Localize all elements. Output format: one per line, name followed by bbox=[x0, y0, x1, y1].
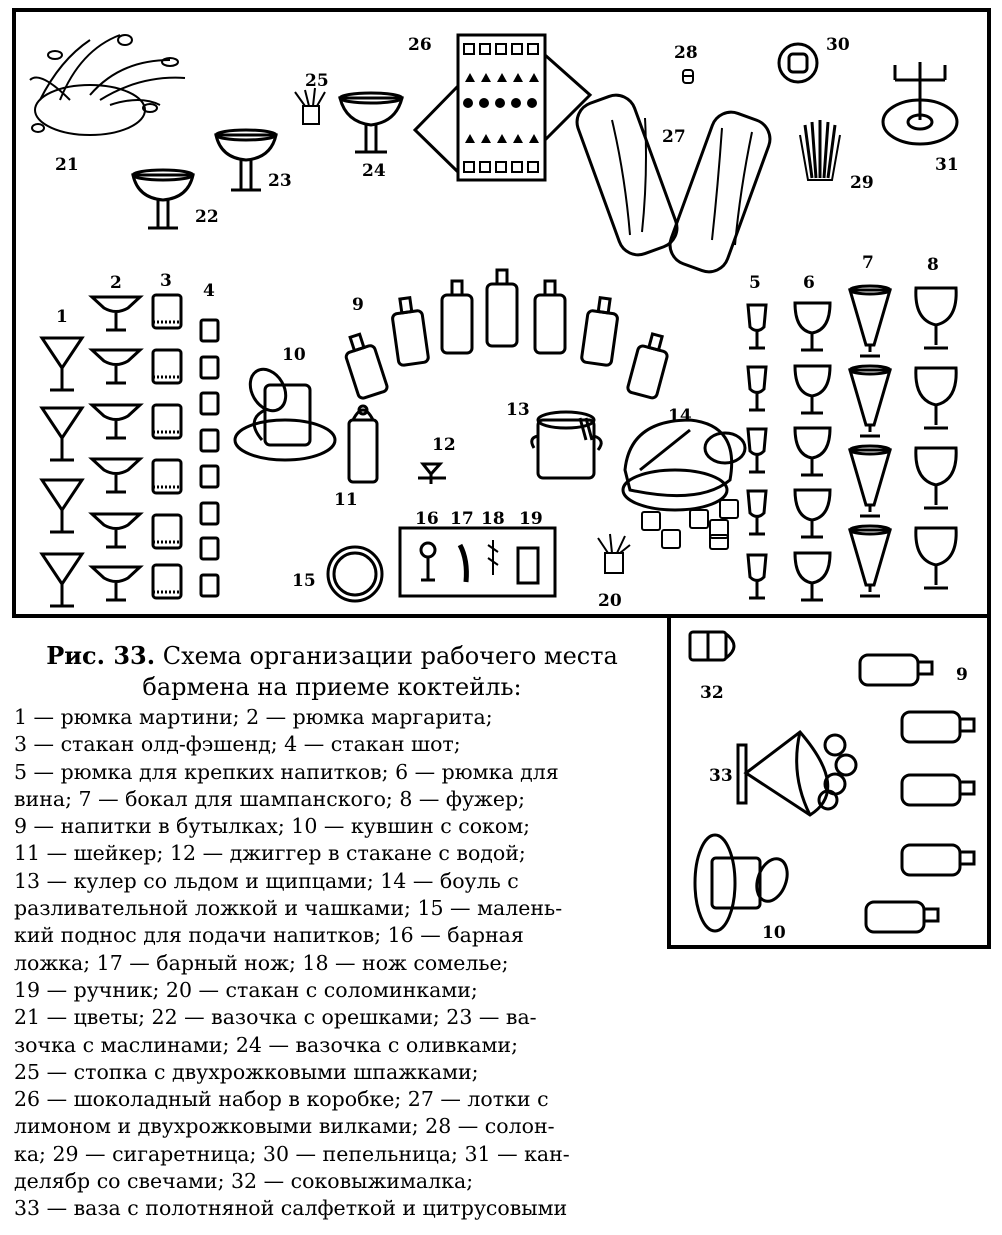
ice-cooler-13 bbox=[530, 410, 603, 480]
main-frame bbox=[12, 8, 991, 618]
legend-line: кий поднос для подачи напитков; 16 — бар… bbox=[14, 923, 524, 948]
figure-title-line2: бармена на приеме коктейль: bbox=[142, 673, 522, 701]
figure-label: Рис. 33. bbox=[46, 641, 156, 670]
label-22: 22 bbox=[195, 207, 219, 227]
label-21: 21 bbox=[55, 155, 79, 175]
salt-shaker-28 bbox=[682, 69, 694, 84]
label-25: 25 bbox=[305, 71, 329, 91]
legend-line: 3 — стакан олд-фэшенд; 4 — стакан шот; bbox=[14, 732, 461, 757]
small-tray-15 bbox=[326, 545, 384, 603]
label-4: 4 bbox=[203, 281, 215, 301]
legend-line: вина; 7 — бокал для шампанского; 8 — фуж… bbox=[14, 786, 526, 811]
label-10: 10 bbox=[282, 345, 306, 365]
lemon-trays-27 bbox=[575, 93, 772, 274]
label-5: 5 bbox=[749, 273, 761, 293]
shot-glasses-4 bbox=[199, 318, 220, 598]
toothpick-cup-25 bbox=[294, 87, 326, 125]
label-8: 8 bbox=[927, 255, 939, 275]
figure-title-text: Схема организации рабочего места bbox=[162, 642, 618, 670]
figure-title: Рис. 33. Схема организации рабочего мест… bbox=[14, 640, 650, 703]
label-29: 29 bbox=[850, 173, 874, 193]
legend-line: 33 — ваза с полотняной салфеткой и цитру… bbox=[14, 1196, 568, 1221]
vase-22 bbox=[131, 168, 195, 230]
inset-frame bbox=[667, 614, 991, 949]
vase-24 bbox=[338, 91, 404, 154]
label-17: 17 bbox=[450, 509, 474, 529]
label-6: 6 bbox=[803, 273, 815, 293]
label-19: 19 bbox=[519, 509, 543, 529]
liquor-glasses-5 bbox=[746, 303, 768, 600]
label-28: 28 bbox=[674, 43, 698, 63]
ashtray-30 bbox=[777, 42, 819, 84]
label-23: 23 bbox=[268, 171, 292, 191]
label-14: 14 bbox=[668, 406, 692, 426]
legend-line: лимоном и двухрожковыми вилками; 28 — со… bbox=[14, 1114, 555, 1139]
straw-glass-20 bbox=[597, 533, 631, 574]
legend-line: 25 — стопка с двухрожковыми шпажками; bbox=[14, 1059, 479, 1084]
punch-bowl-14 bbox=[621, 418, 747, 550]
legend-line: 19 — ручник; 20 — стакан с соломинками; bbox=[14, 977, 478, 1002]
label-32: 32 bbox=[700, 683, 724, 703]
label-13: 13 bbox=[506, 400, 530, 420]
label-24: 24 bbox=[362, 161, 386, 181]
juice-jug-10 bbox=[233, 367, 337, 462]
label-3: 3 bbox=[160, 271, 172, 291]
label-12: 12 bbox=[432, 435, 456, 455]
old-fashioned-glasses-3 bbox=[151, 293, 183, 600]
label-30: 30 bbox=[826, 35, 850, 55]
chocolate-box-26 bbox=[412, 33, 593, 182]
label-15: 15 bbox=[292, 571, 316, 591]
legend-line: зочка с маслинами; 24 — вазочка с оливка… bbox=[14, 1032, 519, 1057]
legend-line: 11 — шейкер; 12 — джиггер в стакане с во… bbox=[14, 841, 526, 866]
vase-23 bbox=[214, 128, 278, 192]
legend-line: ка; 29 — сигаретница; 30 — пепельница; 3… bbox=[14, 1141, 570, 1166]
label-16: 16 bbox=[415, 509, 439, 529]
label-18: 18 bbox=[481, 509, 505, 529]
flowers-21 bbox=[29, 34, 186, 136]
label-31: 31 bbox=[935, 155, 959, 175]
label-9: 9 bbox=[352, 295, 364, 315]
legend-line: делябр со свечами; 32 — соковыжималка; bbox=[14, 1169, 474, 1194]
figure-legend: 1 — рюмка мартини; 2 — рюмка маргарита; 3… bbox=[14, 704, 650, 1223]
cigarette-holder-29 bbox=[799, 120, 841, 181]
inset-juice-jug-10 bbox=[693, 833, 789, 933]
tool-board-16-19 bbox=[398, 526, 557, 598]
jigger-12 bbox=[418, 462, 446, 484]
citrus-vase-33 bbox=[736, 729, 858, 817]
inset-bottles-9 bbox=[858, 653, 976, 934]
candelabra-31 bbox=[881, 62, 959, 146]
margarita-glasses-2 bbox=[88, 295, 144, 602]
legend-line: 5 — рюмка для крепких напитков; 6 — рюмк… bbox=[14, 759, 559, 784]
bottles-9 bbox=[344, 268, 669, 400]
legend-line: 26 — шоколадный набор в коробке; 27 — ло… bbox=[14, 1087, 549, 1112]
label-7: 7 bbox=[862, 253, 874, 273]
legend-line: 21 — цветы; 22 — вазочка с орешками; 23 … bbox=[14, 1005, 537, 1030]
label-20: 20 bbox=[598, 591, 622, 611]
juicer-32 bbox=[688, 630, 736, 662]
goblets-8 bbox=[914, 286, 958, 590]
wine-glasses-6 bbox=[793, 301, 832, 602]
label-11: 11 bbox=[334, 490, 358, 510]
label-27: 27 bbox=[662, 127, 686, 147]
legend-line: ложка; 17 — барный нож; 18 — нож сомелье… bbox=[14, 950, 509, 975]
legend-line: 9 — напитки в бутылках; 10 — кувшин с со… bbox=[14, 814, 531, 839]
label-33: 33 bbox=[709, 766, 733, 786]
label-26: 26 bbox=[408, 35, 432, 55]
label-2: 2 bbox=[110, 273, 122, 293]
legend-line: 13 — кулер со льдом и щипцами; 14 — боул… bbox=[14, 868, 519, 893]
martini-glasses-1 bbox=[39, 336, 85, 608]
label-1: 1 bbox=[56, 307, 68, 327]
shaker-11 bbox=[347, 404, 379, 484]
legend-line: 1 — рюмка мартини; 2 — рюмка маргарита; bbox=[14, 705, 493, 729]
inset-label-10: 10 bbox=[762, 923, 786, 943]
champagne-glasses-7 bbox=[848, 284, 892, 598]
inset-label-9: 9 bbox=[956, 665, 968, 685]
legend-line: разливательной ложкой и чашками; 15 — ма… bbox=[14, 896, 563, 921]
